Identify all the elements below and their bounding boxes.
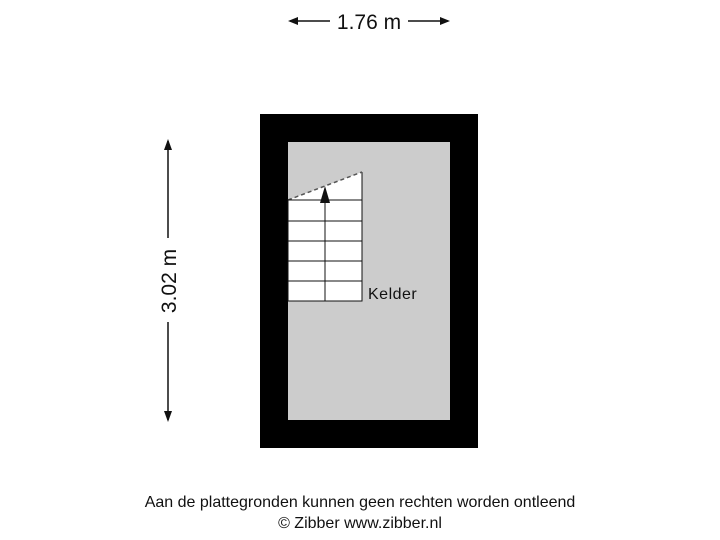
disclaimer-text: Aan de plattegronden kunnen geen rechten… — [144, 494, 576, 511]
width-arrow-left-icon — [288, 17, 298, 25]
stair-cut-line — [287, 171, 363, 201]
stair-direction-arrow-icon — [320, 186, 330, 203]
height-dimension-label: 3.02 m — [158, 249, 181, 313]
width-arrow-right-icon — [440, 17, 450, 25]
room-label: Kelder — [368, 286, 417, 303]
height-arrow-top-icon — [164, 139, 172, 150]
height-dimension: 3.02 m — [158, 139, 181, 422]
width-dimension-label: 1.76 m — [337, 11, 401, 34]
copyright-text: © Zibber www.zibber.nl — [278, 515, 442, 532]
width-dimension: 1.76 m — [288, 11, 450, 34]
staircase — [287, 171, 363, 302]
height-arrow-bottom-icon — [164, 411, 172, 422]
